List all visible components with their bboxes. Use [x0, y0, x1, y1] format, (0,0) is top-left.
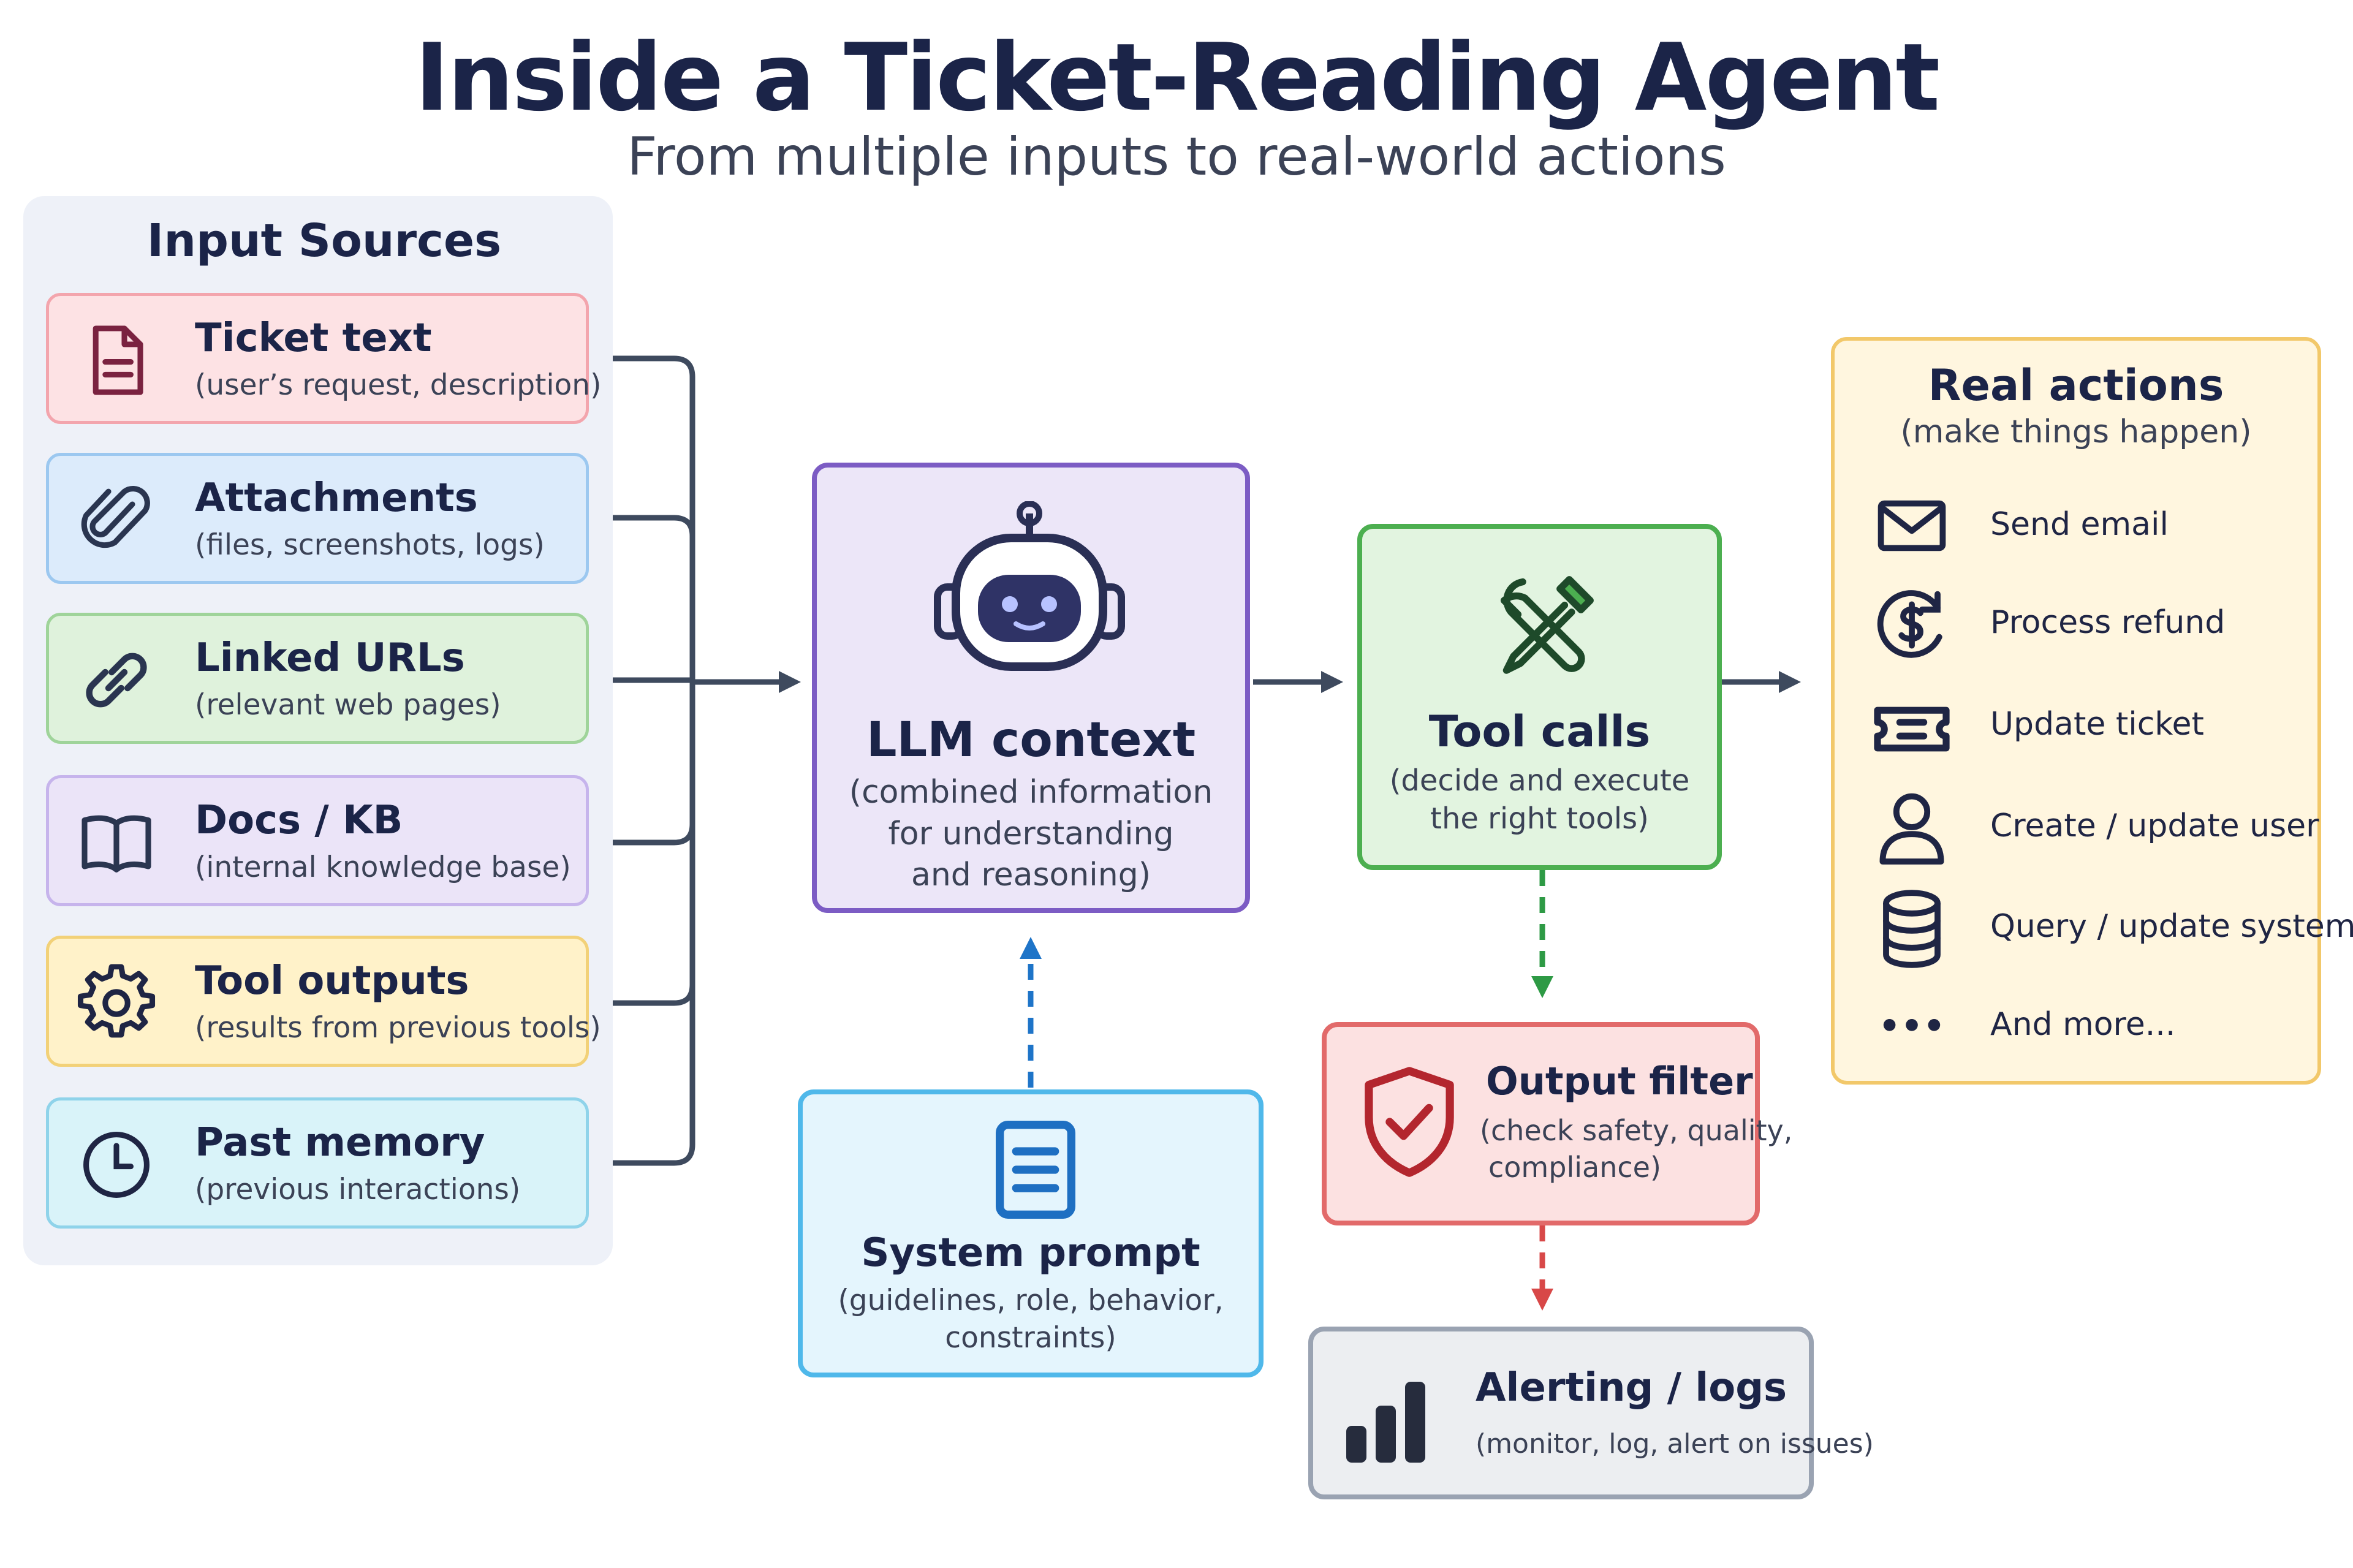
output-filter-node: Output filter (check safety, quality, co… [1322, 1022, 1792, 1225]
diagram-title: Inside a Ticket-Reading Agent [414, 23, 1940, 132]
tool-calls-desc-line: (decide and execute [1389, 763, 1690, 798]
tool-calls-title: Tool calls [1428, 706, 1651, 757]
action-send-email: Send email [1990, 506, 2169, 543]
tool-calls-node: Tool calls (decide and execute the right… [1357, 524, 1722, 870]
source-description: (internal knowledge base) [195, 850, 571, 884]
source-attachments: Attachments (files, screenshots, logs) [46, 453, 589, 584]
action-create-update-user: Create / update user [1990, 808, 2319, 844]
source-label: Ticket text [195, 316, 432, 361]
database-icon [1883, 890, 1941, 968]
tool-calls-description: (decide and execute the right tools) [1362, 762, 1717, 838]
bar-chart-icon [1346, 1382, 1425, 1463]
action-update-ticket: Update ticket [1990, 706, 2204, 743]
system-prompt-desc-line: constraints) [945, 1321, 1116, 1355]
ellipsis-icon [1883, 1019, 1941, 1031]
source-label: Docs / KB [195, 798, 403, 843]
robot-icon [934, 501, 1125, 671]
source-label: Past memory [195, 1120, 485, 1165]
connector-past-memory [589, 682, 695, 1166]
action-and-more: And more... [1990, 1006, 2176, 1043]
source-description: (previous interactions) [195, 1173, 521, 1206]
source-label: Attachments [195, 475, 478, 521]
source-docs-kb: Docs / KB (internal knowledge base) [46, 775, 589, 906]
shield-check-icon [1365, 1067, 1454, 1177]
llm-context-desc-line: for understanding [888, 815, 1174, 852]
system-prompt-title: System prompt [861, 1230, 1200, 1276]
connector-ticket-text [589, 355, 695, 682]
source-linked-urls: Linked URLs (relevant web pages) [46, 613, 589, 744]
output-filter-desc-line: compliance) [1488, 1150, 1661, 1184]
output-filter-desc-line: (check safety, quality, [1480, 1114, 1793, 1147]
gear-icon [77, 964, 156, 1038]
alerting-logs-node: Alerting / logs (monitor, log, alert on … [1308, 1327, 1874, 1499]
document-lines-icon [996, 1121, 1075, 1219]
connector-attachments [589, 515, 695, 682]
tools-icon [1500, 576, 1594, 674]
llm-context-title: LLM context [866, 713, 1196, 768]
system-prompt-desc-line: (guidelines, role, behavior, [838, 1284, 1224, 1317]
input-sources-heading: Input Sources [146, 214, 502, 267]
source-description: (files, screenshots, logs) [195, 528, 545, 562]
ticket-icon [1874, 706, 1950, 752]
action-process-refund: Process refund [1990, 604, 2226, 641]
llm-context-node: LLM context (combined information for un… [812, 463, 1250, 913]
source-description: (user’s request, description) [195, 368, 602, 402]
document-icon [93, 325, 143, 395]
source-ticket-text: Ticket text (user’s request, description… [46, 293, 601, 424]
user-icon [1879, 793, 1944, 865]
system-prompt-description: (guidelines, role, behavior, constraints… [803, 1282, 1259, 1357]
alerting-description: (monitor, log, alert on issues) [1476, 1428, 1874, 1460]
system-prompt-node: System prompt (guidelines, role, behavio… [798, 1089, 1264, 1377]
clock-icon [83, 1132, 150, 1198]
book-icon [81, 815, 151, 873]
link-icon [86, 653, 147, 708]
paperclip-icon [81, 486, 150, 548]
source-label: Linked URLs [195, 635, 465, 681]
output-filter-description: (check safety, quality, compliance) [1480, 1113, 1792, 1186]
output-filter-title: Output filter [1486, 1059, 1753, 1104]
tool-calls-desc-line: the right tools) [1430, 801, 1649, 836]
source-past-memory: Past memory (previous interactions) [46, 1097, 589, 1229]
real-actions-title: Real actions [1928, 360, 2224, 411]
dollar-circle-icon [1877, 590, 1942, 658]
source-description: (relevant web pages) [195, 688, 501, 722]
source-label: Tool outputs [195, 958, 469, 1004]
llm-context-desc-line: and reasoning) [911, 857, 1151, 894]
real-actions-subtitle: (make things happen) [1900, 414, 2252, 450]
envelope-icon [1877, 500, 1946, 551]
diagram-subtitle: From multiple inputs to real-world actio… [627, 126, 1726, 187]
action-query-update-systems: Query / update systems [1990, 908, 2353, 945]
llm-context-desc-line: (combined information [849, 774, 1213, 811]
source-tool-outputs: Tool outputs (results from previous tool… [46, 936, 601, 1067]
llm-context-description: (combined information for understanding … [817, 772, 1245, 896]
alerting-title: Alerting / logs [1476, 1365, 1787, 1411]
source-description: (results from previous tools) [195, 1011, 601, 1045]
